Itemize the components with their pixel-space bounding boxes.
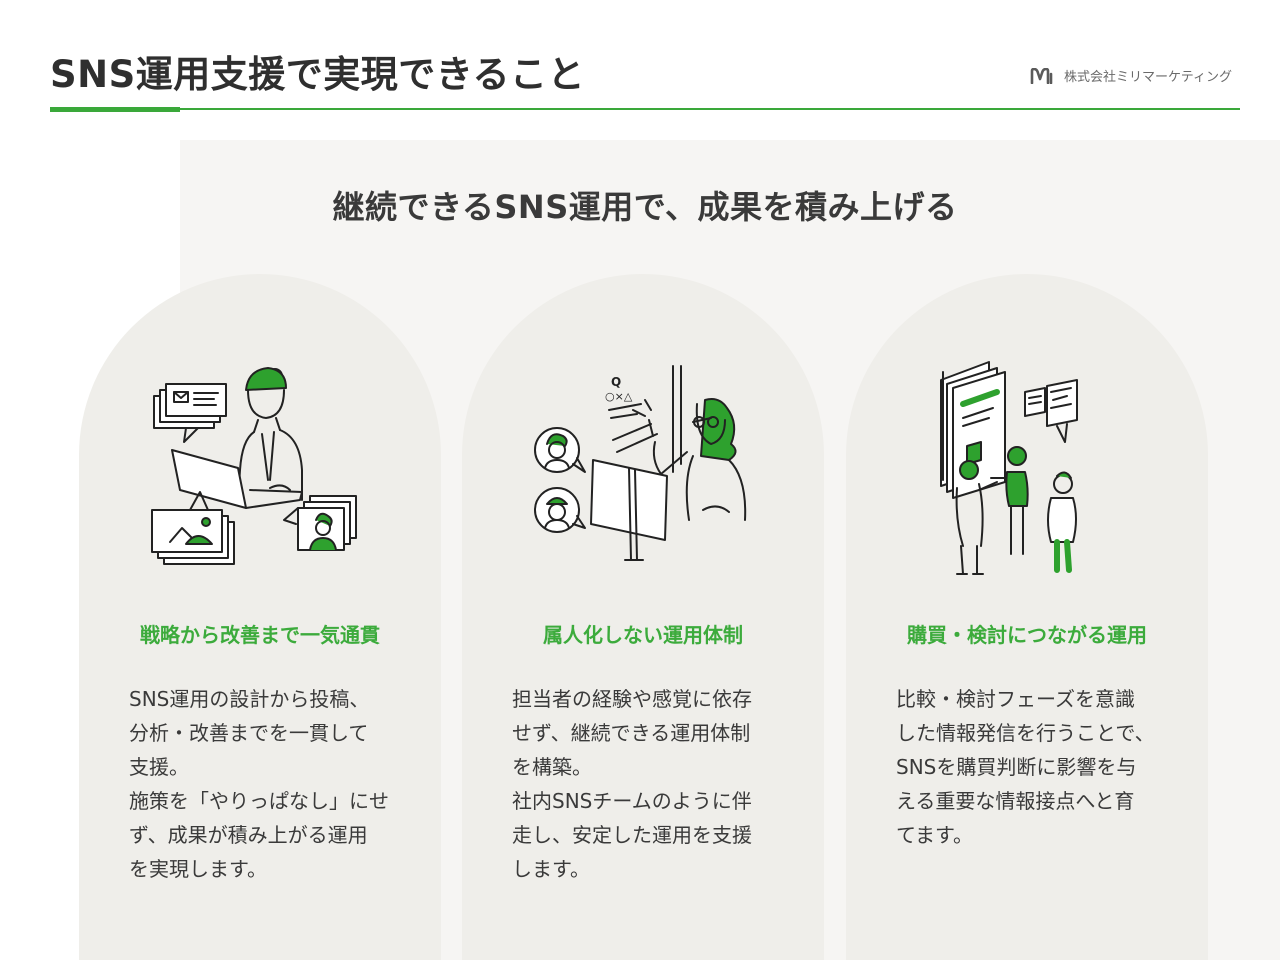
section-subtitle: 継続できるSNS運用で、成果を積み上げる <box>332 188 958 226</box>
card-body-paragraph: 比較・検討フェーズを意識 した情報発信を行うことで、 SNSを購買判断に影響を与… <box>896 687 1155 847</box>
svg-text:Q: Q <box>611 375 621 389</box>
feature-card-purchase: 購買・検討につながる運用 比較・検討フェーズを意識 した情報発信を行うことで、 … <box>846 274 1208 960</box>
company-logo-icon <box>1030 67 1053 84</box>
card-heading: 購買・検討につながる運用 <box>907 623 1147 647</box>
card-body: 比較・検討フェーズを意識 した情報発信を行うことで、 SNSを購買判断に影響を与… <box>896 682 1168 852</box>
card-body: 担当者の経験や感覚に依存 せず、継続できる運用体制 を構築。 社内SNSチームの… <box>512 682 784 886</box>
card-body-paragraph: 社内SNSチームのように伴 走し、安定した運用を支援 します。 <box>512 789 752 881</box>
svg-text:○×△: ○×△ <box>605 390 633 403</box>
company-logo: 株式会社ミリマーケティング <box>1030 66 1232 85</box>
feature-card-team-structure: Q ○×△ <box>462 274 824 960</box>
card-heading: 属人化しない運用体制 <box>543 623 743 647</box>
header-divider <box>50 108 1240 110</box>
company-name: 株式会社ミリマーケティング <box>1064 70 1232 85</box>
presenter-whiteboard-team-icon: Q ○×△ <box>534 365 747 561</box>
people-discussing-board-icon <box>940 361 1078 575</box>
page-title: SNS運用支援で実現できること <box>50 53 586 96</box>
card-body-paragraph: SNS運用の設計から投稿、 分析・改善までを一貫して 支援。 <box>129 687 370 779</box>
woman-laptop-social-posts-icon <box>151 367 357 565</box>
header-divider-accent <box>50 107 180 112</box>
feature-card-strategy: 戦略から改善まで一気通貫 SNS運用の設計から投稿、 分析・改善までを一貫して … <box>79 274 441 960</box>
card-body: SNS運用の設計から投稿、 分析・改善までを一貫して 支援。 施策を「やりっぱな… <box>129 682 401 886</box>
card-heading: 戦略から改善まで一気通貫 <box>140 623 380 647</box>
card-body-paragraph: 担当者の経験や感覚に依存 せず、継続できる運用体制 を構築。 <box>512 687 752 779</box>
card-body-paragraph: 施策を「やりっぱなし」にせ ず、成果が積み上がる運用 を実現します。 <box>129 789 389 881</box>
